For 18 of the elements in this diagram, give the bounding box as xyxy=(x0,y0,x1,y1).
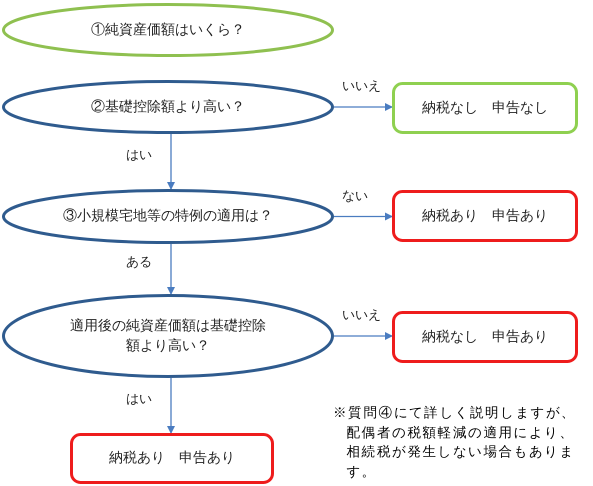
arrow xyxy=(334,332,393,340)
arrow xyxy=(167,378,175,434)
question-text: 適用後の純資産価額は基礎控除額より高い？ xyxy=(70,316,266,356)
result-text: 納税あり 申告あり xyxy=(422,206,548,226)
arrow xyxy=(334,103,393,111)
footnote: ※質問④にて詳しく説明しますが、配偶者の税額軽減の適用により、相続税が発生しない場合もあります。 xyxy=(333,404,578,482)
result-text: 納税あり 申告あり xyxy=(109,449,235,468)
result-text: 納税なし 申告なし xyxy=(422,98,548,118)
result-text: 納税なし 申告あり xyxy=(422,328,548,347)
arrow xyxy=(167,244,175,295)
question-text: ③小規模宅地等の特例の適用は？ xyxy=(63,207,273,226)
arrow xyxy=(167,134,175,190)
edge-label: ある xyxy=(126,253,152,271)
edge-label: いいえ xyxy=(342,306,381,324)
arrow xyxy=(334,212,393,220)
question-text: ①純資産価額はいくら？ xyxy=(91,20,245,40)
edge-label: いいえ xyxy=(342,77,381,95)
question-text: ②基礎控除額より高い？ xyxy=(91,98,245,117)
